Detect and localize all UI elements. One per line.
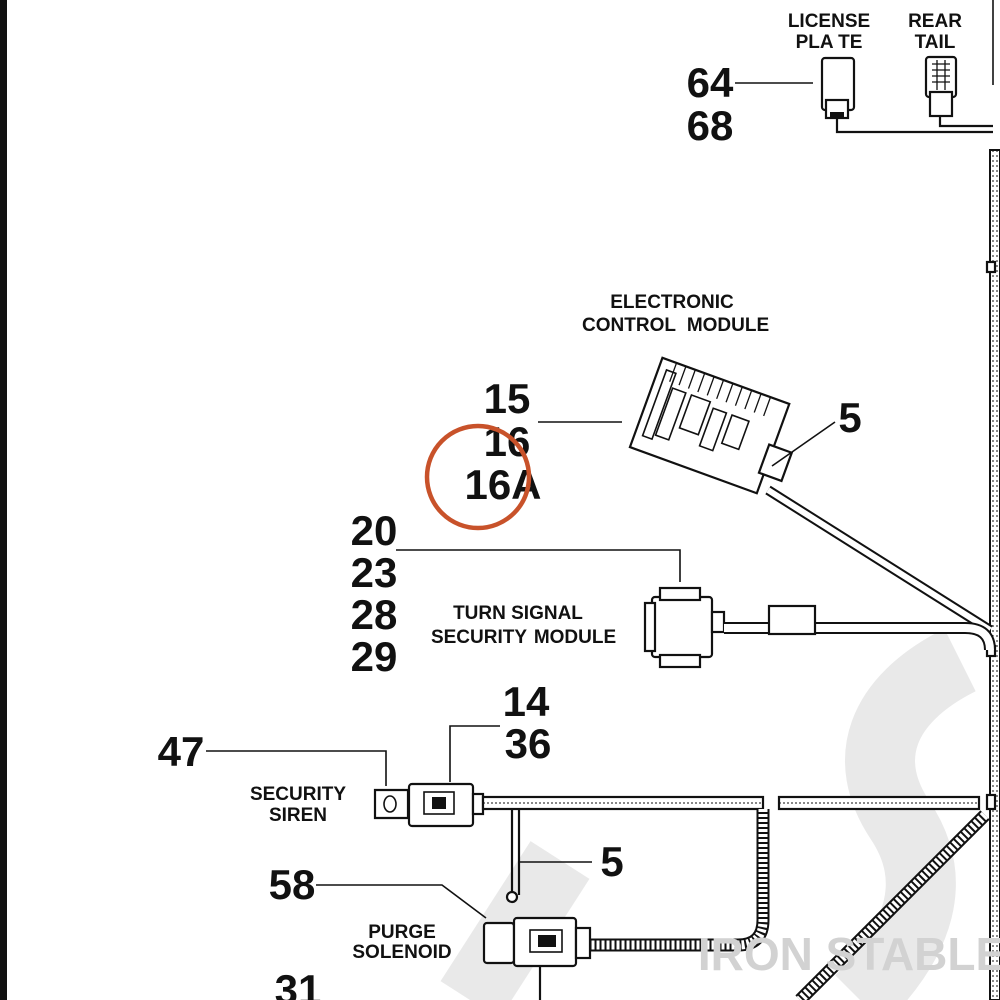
tssm-label: TURN SIGNAL SECURITY MODULE <box>431 603 616 648</box>
svg-text:LICENSE: LICENSE <box>788 11 870 32</box>
main-harness <box>481 795 990 1000</box>
svg-text:23: 23 <box>351 549 398 596</box>
turn-signal-security-module[interactable] <box>643 586 726 669</box>
highlight-circle <box>424 423 532 531</box>
ecm-label: ELECTRONIC CONTROL MODULE <box>582 292 769 336</box>
svg-text:PURGE: PURGE <box>368 922 436 943</box>
siren-connector-leader-line <box>449 725 500 782</box>
tssm-leader-line <box>396 549 681 582</box>
svg-text:ELECTRONIC: ELECTRONIC <box>610 292 734 313</box>
svg-text:28: 28 <box>351 591 398 638</box>
tssm-harness <box>724 604 996 651</box>
svg-text:PLA TE: PLA TE <box>796 32 863 53</box>
svg-text:REAR: REAR <box>908 11 962 32</box>
right-harness <box>985 0 1000 1000</box>
callout-siren: 47 <box>158 728 205 775</box>
svg-text:64: 64 <box>687 59 734 106</box>
left-border <box>0 0 7 1000</box>
purge-solenoid[interactable] <box>482 916 592 1000</box>
security-siren[interactable] <box>373 788 410 820</box>
callout-tssm-refs: 20 23 28 29 <box>351 507 398 680</box>
ecm-ground-leader-line <box>771 421 836 467</box>
purge-leader-line <box>316 884 487 919</box>
svg-text:MODULE: MODULE <box>687 315 769 336</box>
callout-ecm-ground: 5 <box>838 394 861 441</box>
svg-text:MODULE: MODULE <box>534 627 616 648</box>
svg-text:SECURITY: SECURITY <box>431 627 527 648</box>
svg-text:29: 29 <box>351 633 398 680</box>
siren-connector[interactable] <box>407 782 485 828</box>
svg-text:36: 36 <box>505 720 552 767</box>
svg-text:20: 20 <box>351 507 398 554</box>
electronic-control-module[interactable] <box>628 356 807 500</box>
security-siren-label: SECURITY SIREN <box>250 784 346 826</box>
svg-text:SIREN: SIREN <box>269 805 327 826</box>
license-plate-label: LICENSE PLA TE <box>788 11 870 53</box>
rear-tail-label: REAR TAIL <box>908 11 962 53</box>
callout-siren-connector: 14 36 <box>503 678 552 767</box>
svg-text:14: 14 <box>503 678 550 725</box>
callout-purge: 58 <box>269 861 316 908</box>
purge-solenoid-label: PURGE SOLENOID <box>352 922 451 963</box>
svg-text:68: 68 <box>687 102 734 149</box>
license-plate-connector[interactable] <box>820 56 993 134</box>
callout-license: 64 68 <box>687 59 734 149</box>
svg-text:15: 15 <box>484 375 531 422</box>
svg-text:SOLENOID: SOLENOID <box>352 942 451 963</box>
svg-text:TAIL: TAIL <box>915 32 956 53</box>
siren-leader-line <box>206 750 387 786</box>
callout-splice: 5 <box>600 838 623 885</box>
svg-text:SECURITY: SECURITY <box>250 784 346 805</box>
svg-text:CONTROL: CONTROL <box>582 315 676 336</box>
svg-text:TURN SIGNAL: TURN SIGNAL <box>453 603 583 624</box>
rear-tail-connector[interactable] <box>924 55 993 128</box>
callout-bottom: 31 <box>275 966 322 1000</box>
watermark-text: IRON STABLE <box>698 928 1000 980</box>
